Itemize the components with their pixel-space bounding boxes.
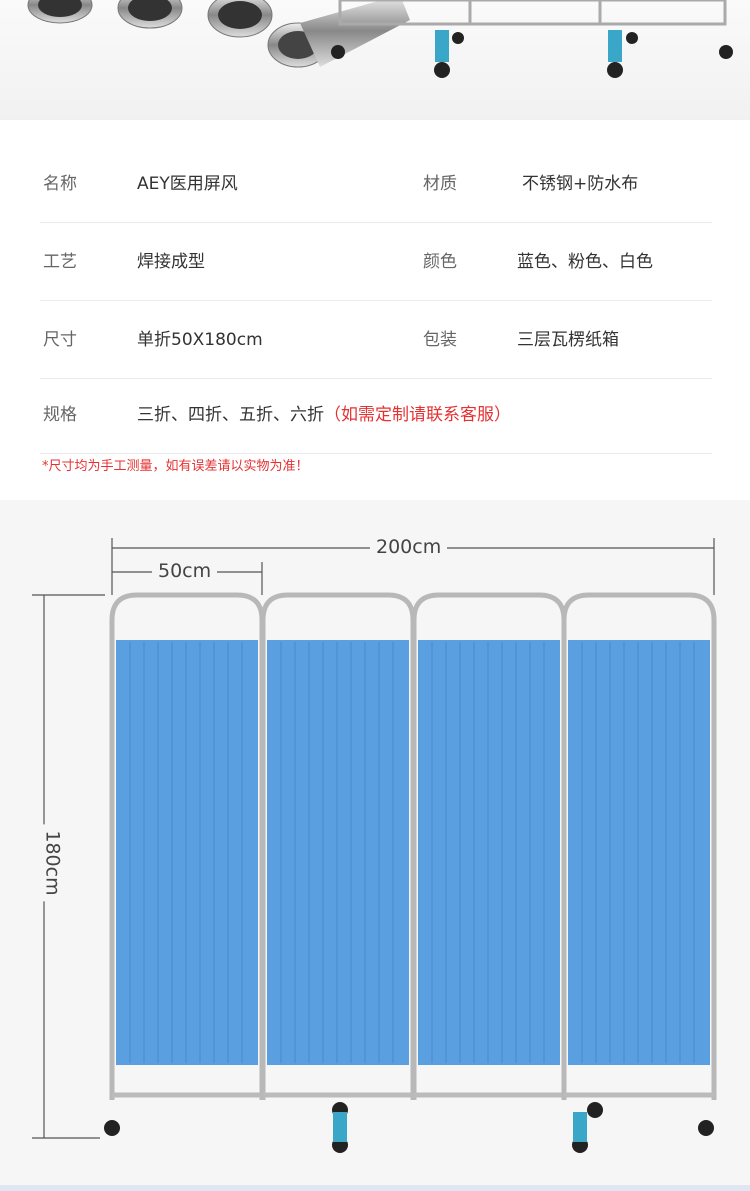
spec-row: 尺寸 单折50X180cm 包装 三层瓦楞纸箱 — [40, 301, 712, 379]
spec-row: 规格 三折、四折、五折、六折（如需定制请联系客服） — [40, 376, 712, 454]
spec-value: 蓝色、粉色、白色 — [517, 252, 653, 272]
steel-frame — [561, 592, 717, 1100]
spec-row: 工艺 焊接成型 颜色 蓝色、粉色、白色 — [40, 223, 712, 301]
spec-value: AEY医用屏风 — [137, 174, 238, 194]
spec-value: 不锈钢+防水布 — [522, 174, 639, 194]
spec-table: 名称 AEY医用屏风 材质 不锈钢+防水布 工艺 焊接成型 颜色 蓝色、粉色、白… — [0, 120, 750, 500]
spec-row: 名称 AEY医用屏风 材质 不锈钢+防水布 — [40, 145, 712, 223]
custom-order-note: （如需定制请联系客服） — [324, 405, 511, 425]
caster-wheel — [587, 1102, 603, 1118]
folding-screen-illustration — [32, 538, 717, 1153]
steel-frame — [109, 592, 265, 1100]
measurement-note: *尺寸均为手工测量，如有误差请以实物为准！ — [42, 459, 309, 474]
steel-frame — [260, 592, 416, 1100]
bottom-strip — [0, 1185, 750, 1191]
spec-label: 材质 — [423, 174, 457, 194]
spec-label: 尺寸 — [43, 330, 77, 350]
spec-value: 焊接成型 — [137, 252, 205, 272]
spec-value-main: 三折、四折、五折、六折 — [137, 405, 324, 425]
spec-label: 颜色 — [423, 252, 457, 272]
caster-bracket — [573, 1112, 587, 1142]
height-label: 180cm — [41, 824, 64, 902]
spec-value: 单折50X180cm — [137, 330, 263, 350]
spec-value: 三层瓦楞纸箱 — [517, 330, 619, 350]
spec-label: 规格 — [43, 405, 77, 425]
spec-label: 包装 — [423, 330, 457, 350]
caster-bracket — [333, 1112, 347, 1142]
product-photo-top — [0, 0, 750, 120]
caster-wheel — [104, 1120, 120, 1136]
caster-wheel — [698, 1120, 714, 1136]
spec-label: 名称 — [43, 174, 77, 194]
spec-label: 工艺 — [43, 252, 77, 272]
steel-frame — [411, 592, 567, 1100]
dimension-diagram: 200cm 50cm 180cm — [0, 500, 750, 1185]
spec-value: 三折、四折、五折、六折（如需定制请联系客服） — [137, 376, 511, 454]
total-width-label: 200cm — [370, 536, 448, 558]
panel-width-label: 50cm — [152, 560, 218, 582]
pipes-and-casters-image — [27, 0, 733, 78]
